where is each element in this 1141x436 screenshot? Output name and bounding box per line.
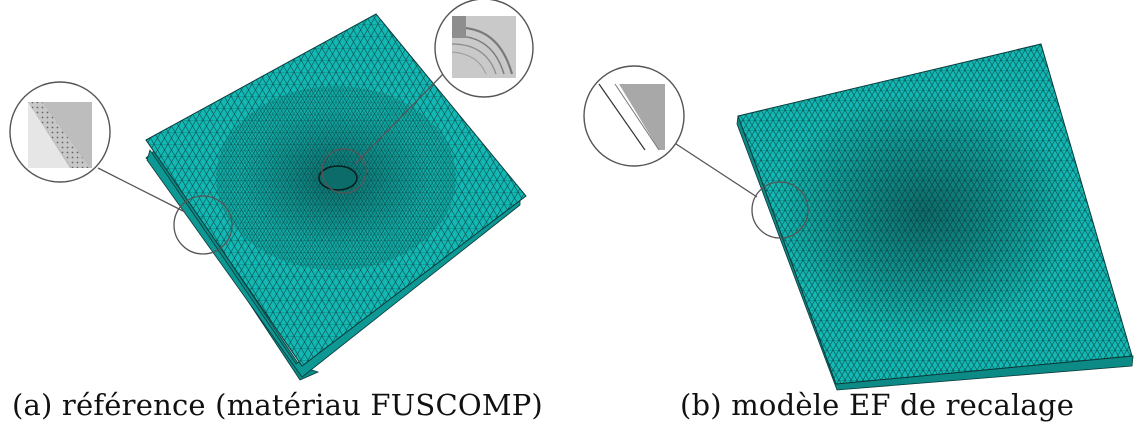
- leader-line-edge: [97, 167, 186, 213]
- plate-bottom-layer: [146, 149, 521, 378]
- edge-section-zoom-bubble: [583, 65, 685, 167]
- central-hole: [318, 165, 358, 191]
- leader-line-edge: [669, 139, 758, 198]
- hole-highlight-circle: [321, 148, 367, 194]
- figure-panel-a: (a) référence (matériau FUSCOMP): [0, 0, 560, 436]
- edge-highlight-circle: [751, 181, 809, 239]
- figure-panel-b: (b) modèle EF de recalage: [575, 0, 1141, 436]
- caption-panel-a: (a) référence (matériau FUSCOMP): [12, 388, 543, 422]
- edge-highlight-circle: [173, 195, 233, 255]
- caption-panel-b: (b) modèle EF de recalage: [680, 388, 1075, 422]
- leader-line-hole: [354, 71, 446, 165]
- mesh-plate-updating-model-diagram: [583, 43, 1134, 391]
- mesh-plate-reference-diagram: [9, 0, 534, 381]
- hole-detail-zoom-bubble: [434, 0, 534, 98]
- edge-section-zoom-bubble: [9, 81, 111, 183]
